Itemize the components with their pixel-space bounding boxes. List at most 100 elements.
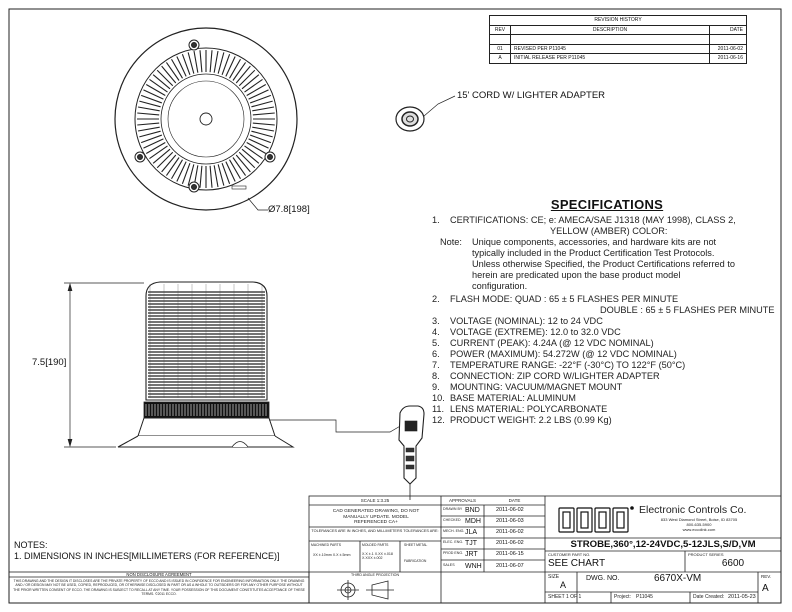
front-view-collar xyxy=(143,401,270,419)
tol-header-molded: MOLDED PARTS xyxy=(362,543,389,547)
approval-role: CHECKED xyxy=(443,518,461,522)
company-phone: 800-635-5900 xyxy=(686,522,712,527)
spec-item: 10.BASE MATERIAL: ALUMINUM xyxy=(432,393,576,403)
cord-leader-line xyxy=(423,95,456,117)
mount-screws xyxy=(134,39,276,193)
height-dimension xyxy=(64,282,144,448)
top-view-lens-inner xyxy=(160,73,252,165)
drawing-title: STROBE,360°,12-24VDC,5-12JLS,S/D,VM xyxy=(570,539,756,550)
lens-ribs xyxy=(137,50,275,188)
spec-item: 11.LENS MATERIAL: POLYCARBONATE xyxy=(432,404,608,414)
diameter-callout: Ø7.8[198] xyxy=(268,204,310,215)
size-label: SIZE xyxy=(548,574,560,580)
front-view-base-flange xyxy=(117,435,295,448)
nda-title: NON DISCLOSURE AGREEMENT xyxy=(126,572,192,577)
approval-role: SALES xyxy=(443,563,455,567)
sheet-label: SHEET 1 OF 1 xyxy=(548,594,582,600)
top-view-center xyxy=(199,112,213,126)
scale-label: SCALE 1:3.25 xyxy=(360,498,390,503)
company-name: Electronic Controls Co. xyxy=(639,504,747,516)
specifications-block: SPECIFICATIONS 1.CERTIFICATIONS: CE; e: … xyxy=(432,197,782,426)
revision-history-table: REVISION HISTORY REV DESCRIPTION DATE 01… xyxy=(489,15,747,64)
title-block-grid xyxy=(8,495,782,604)
approval-date: 2011-06-02 xyxy=(496,540,524,546)
date-header: DATE xyxy=(709,24,747,35)
approval-role: DRAWN BY xyxy=(443,507,463,511)
lens-bands xyxy=(148,284,265,398)
customer-part-value: SEE CHART xyxy=(548,558,606,569)
product-series-label: PRODUCT SERIES xyxy=(688,552,724,557)
cad-note: CAD GENERATED DRAWING, DO NOT MANUALLY U… xyxy=(332,509,420,526)
diameter-leader-line xyxy=(247,197,268,211)
tolerances-note: TOLERANCES ARE IN INCHES, AND MILLIMETER… xyxy=(311,529,439,533)
tol-values-molded: X.X ±.1 X.XX ±.018 X.XXX ±.002 xyxy=(362,552,393,561)
revision-row: 01 REVISED PER P11045 2011-06-02 xyxy=(489,43,747,54)
spec-item: 1.CERTIFICATIONS: CE; e: AMECA/SAE J1318… xyxy=(432,215,736,225)
tol-header-sheet-metal: SHEET METAL xyxy=(404,543,428,547)
spec-note: Note: Unique components, accessories, an… xyxy=(440,237,735,291)
front-view-base-ring xyxy=(137,417,276,437)
approval-date: 2011-06-07 xyxy=(496,563,524,569)
size-value: A xyxy=(560,580,567,590)
approval-role: MECH. ENG. xyxy=(443,529,465,533)
approval-date: 2011-06-03 xyxy=(496,518,524,524)
notes-item: 1. DIMENSIONS IN INCHES[MILLIMETERS (FOR… xyxy=(14,551,280,561)
front-view xyxy=(117,281,403,448)
customer-part-label: CUSTOMER PART NO. xyxy=(548,552,591,557)
spec-item: 4.VOLTAGE (EXTREME): 12.0 to 32.0 VDC xyxy=(432,327,621,337)
top-view-outer-base xyxy=(114,27,298,211)
company-web: www.eccolink.com xyxy=(682,527,716,532)
tol-header-machined: MACHINED PARTS xyxy=(311,543,342,547)
rev-value: A xyxy=(762,583,769,594)
height-callout: 7.5[190] xyxy=(32,357,67,368)
cord-line xyxy=(269,419,403,433)
spec-item: 6.POWER (MAXIMUM): 54.272W (@ 12 VDC NOM… xyxy=(432,349,677,359)
dwg-label: DWG. NO. xyxy=(586,575,620,582)
approval-name: JLA xyxy=(465,529,478,536)
tol-values-machined: XX ±.10mm X.X ±.5mm xyxy=(313,553,351,557)
cord-slot xyxy=(231,185,247,190)
approval-date: 2011-06-02 xyxy=(496,529,524,535)
dwg-number: 6670X-VM xyxy=(654,573,702,584)
lighter-plug-side-view xyxy=(398,405,425,500)
approval-date: 2011-06-15 xyxy=(496,551,524,557)
revision-history-title: REVISION HISTORY xyxy=(489,15,747,26)
top-view-lens-outer xyxy=(134,47,278,191)
spec-item: 12.PRODUCT WEIGHT: 2.2 LBS (0.99 Kg) xyxy=(432,415,612,425)
approval-name: TJT xyxy=(465,540,478,547)
spec-item: 3.VOLTAGE (NOMINAL): 12 to 24 VDC xyxy=(432,316,603,326)
date-created-label: Date Created: xyxy=(693,594,725,600)
approval-name: JRT xyxy=(465,551,478,558)
top-view xyxy=(114,27,298,211)
approval-name: WNH xyxy=(465,563,482,570)
product-series-value: 6600 xyxy=(721,558,745,569)
project-label: Project: xyxy=(614,594,631,600)
notes-title: NOTES: xyxy=(14,540,48,550)
spec-item: 2.FLASH MODE: QUAD : 65 ± 5 FLASHES PER … xyxy=(432,294,679,304)
spec-item: 9.MOUNTING: VACUUM/MAGNET MOUNT xyxy=(432,382,623,392)
rev-header: REV xyxy=(489,24,511,35)
nda-text: THIS DRAWING AND THE DESIGN IT DISCLOSES… xyxy=(13,579,305,597)
spec-item: 7.TEMPERATURE RANGE: -22°F (-30°C) TO 12… xyxy=(432,360,686,370)
third-angle-projection-symbol xyxy=(337,580,394,600)
date-header: DATE xyxy=(508,498,521,503)
ecco-logo xyxy=(558,506,634,533)
approval-name: MDH xyxy=(465,518,481,525)
date-created-value: 2011-05-23 xyxy=(728,594,756,600)
approval-role: ELEC. ENG. xyxy=(443,540,464,544)
spec-item: 5.CURRENT (PEAK): 4.24A (@ 12 VDC NOMINA… xyxy=(432,338,654,348)
cord-adapter-end-view xyxy=(395,95,456,132)
approval-name: BND xyxy=(465,507,480,514)
rev-label: REV. xyxy=(761,574,772,579)
tol-header-fabrication: FABRICATION xyxy=(404,559,427,563)
description-header: DESCRIPTION xyxy=(510,24,710,35)
company-address: 833 West Diamond Street, Boise, ID 83705 xyxy=(660,517,738,522)
projection-label: THIRD ANGLE PROJECTION xyxy=(350,573,400,577)
approval-date: 2011-06-02 xyxy=(496,507,524,513)
approval-role: PROD ENG. xyxy=(443,551,464,555)
specifications-title: SPECIFICATIONS xyxy=(550,197,664,212)
revision-row: A INITIAL RELEASE PER P11045 2011-06-16 xyxy=(489,53,747,64)
spec-item: 8.CONNECTION: ZIP CORD W/LIGHTER ADAPTER xyxy=(432,371,660,381)
project-value: P11045 xyxy=(636,594,653,600)
